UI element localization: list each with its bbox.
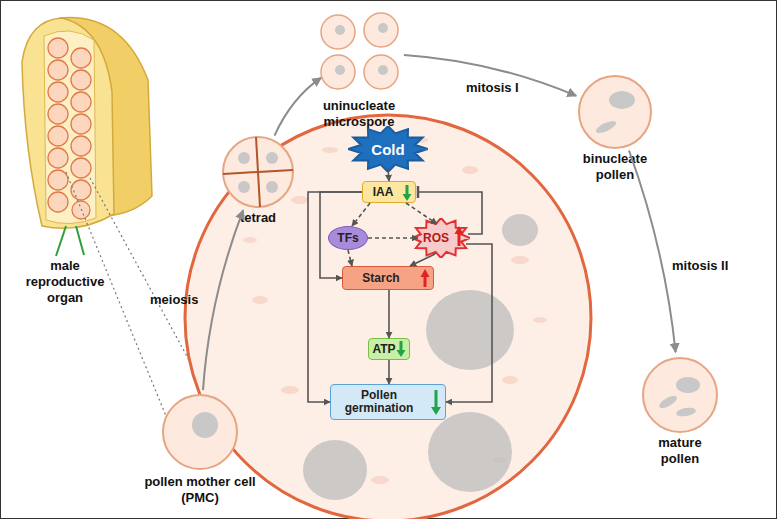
cell-circle: binucleate pollen <box>578 75 652 149</box>
node-label: Cold <box>371 141 404 158</box>
flow-arrow <box>308 192 362 402</box>
organ-label: male reproductive organ <box>12 258 118 306</box>
stage-label: pollen mother cell (PMC) <box>135 474 265 506</box>
cell-circle: pollen mother cell (PMC) <box>162 394 238 470</box>
flow-arrow <box>446 244 492 402</box>
node-label: ROS <box>423 231 449 245</box>
flow-arrow <box>410 254 435 266</box>
process-box: Starch <box>342 266 434 290</box>
node-label: TFs <box>337 232 358 245</box>
starburst-node: ROS <box>412 218 470 258</box>
flow-arrow <box>368 237 418 239</box>
microspores <box>321 13 398 89</box>
enlarged-cell <box>185 115 591 519</box>
pollen-nuclei <box>594 91 700 418</box>
level-arrows <box>397 185 464 415</box>
process-box: ATP <box>368 338 410 360</box>
process-box: Pollen germination <box>330 384 446 420</box>
flow-arrow <box>352 203 370 226</box>
factor-ellipse: TFs <box>328 226 368 250</box>
starburst-node: Cold <box>348 126 428 172</box>
flow-arrow <box>388 169 389 181</box>
flow-arrow <box>629 151 676 353</box>
node-label: IAA <box>373 186 394 199</box>
cell-circle: mature pollen <box>642 357 718 433</box>
node-label: ATP <box>372 343 395 356</box>
process-label: meiosis <box>150 292 198 308</box>
tetrad-walls <box>223 137 293 207</box>
cell-circle: tetrad <box>222 136 294 208</box>
flow-arrow <box>275 78 322 136</box>
inhibition-connector <box>418 192 482 234</box>
flow-arrow <box>348 250 352 266</box>
stage-label: uninucleate microspore <box>314 98 404 130</box>
flow-arrow <box>388 360 390 384</box>
process-label: mitosis I <box>466 80 519 96</box>
microspore-group: uninucleate microspore <box>318 12 400 92</box>
nucleus <box>192 412 218 438</box>
flow-arrow <box>320 192 362 278</box>
anther-illustration <box>22 18 152 256</box>
process-box: IAA <box>362 181 416 203</box>
stage-label: mature pollen <box>640 435 720 467</box>
node-label: Pollen germination <box>331 389 427 415</box>
flow-arrow <box>406 203 437 224</box>
node-label: Starch <box>362 272 399 285</box>
flow-arrow <box>203 210 243 390</box>
stage-label: tetrad <box>218 210 298 226</box>
flow-arrow <box>388 290 390 338</box>
flow-arrow <box>404 55 576 96</box>
stage-label: binucleate pollen <box>575 151 655 183</box>
process-label: mitosis II <box>672 258 728 274</box>
